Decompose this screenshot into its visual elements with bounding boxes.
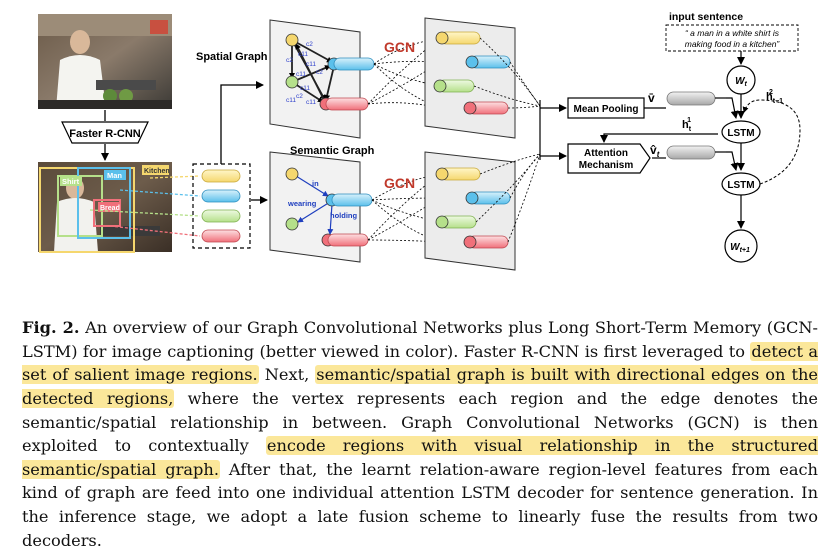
svg-text:c11: c11 [300, 85, 310, 92]
caption-text-2: Next, [258, 365, 316, 385]
detection-image: Shirt Man Kitchen Bread [38, 162, 172, 253]
svg-text:holding: holding [330, 211, 357, 220]
faster-rcnn-block [61, 121, 149, 144]
svg-text:c2: c2 [296, 93, 303, 100]
spatial-edge-labels: c2 c11 c2 c11 c2 c11 c11 c2 c11 c11 [286, 41, 323, 106]
figure-caption: Fig. 2. An overview of our Graph Convolu… [22, 316, 818, 552]
svg-text:c2: c2 [286, 57, 293, 64]
input-sentence-line1: “ a man in a white shirt is [685, 28, 780, 38]
spatial-graph-label: Spatial Graph [196, 51, 268, 63]
attention-label-1: Attention [584, 148, 628, 159]
recurrent-connection [742, 99, 801, 185]
v-hat-cylinder [666, 145, 716, 160]
mean-pooling-label: Mean Pooling [574, 104, 639, 115]
caption-text-1: An overview of our Graph Convolutional N… [22, 318, 818, 361]
h2-symbol: ht−12 [766, 89, 783, 105]
attention-label-2: Mechanism [579, 160, 634, 171]
det-label-shirt: Shirt [62, 177, 80, 186]
v-bar-symbol: v̄ [648, 91, 655, 105]
gcn-lstm-figure: Faster R-CNN Shirt Man Kitchen Bread Spa… [38, 11, 801, 271]
faster-rcnn-label: Faster R-CNN [69, 128, 141, 140]
det-label-man: Man [107, 171, 122, 180]
semantic-feature-cylinders [327, 193, 373, 247]
attention-mechanism-box [567, 143, 651, 174]
svg-text:c11: c11 [306, 99, 316, 106]
word-input-label: Wt [735, 76, 747, 88]
svg-text:c11: c11 [296, 71, 306, 78]
svg-text:c11: c11 [298, 51, 308, 58]
det-label-kitchen: Kitchen [144, 168, 170, 175]
input-sentence-title: input sentence [669, 11, 743, 23]
input-sentence-line2: making food in a kitchen” [685, 39, 781, 49]
word-output-label: Wt+1 [730, 242, 750, 254]
caption-text-3: where the vertex represents each region … [22, 388, 819, 456]
word-output-node [724, 229, 758, 263]
svg-text:c11: c11 [306, 61, 316, 68]
spatial-graph-edges [289, 39, 335, 105]
v-bar-cylinder [666, 91, 716, 106]
v-hat-symbol: v̂t [650, 143, 660, 159]
det-label-bread: Bread [100, 205, 120, 212]
input-sentence-box [665, 24, 799, 52]
semantic-edge-labels: in wearing holding [287, 179, 357, 220]
gcn-label-top: GCN [384, 39, 415, 55]
spatial-graph-plane [269, 19, 361, 139]
svg-text:in: in [312, 179, 319, 188]
semantic-graph-edges [295, 175, 334, 235]
language-lstm-label: LSTM [727, 180, 754, 191]
gcn-label-bottom: GCN [384, 175, 415, 191]
svg-text:c2: c2 [306, 41, 313, 48]
semantic-graph-label: Semantic Graph [290, 145, 375, 157]
svg-text:wearing: wearing [287, 199, 317, 208]
svg-text:c11: c11 [286, 97, 296, 104]
region-feature-cylinders [201, 169, 241, 243]
h1-symbol: ht1 [682, 117, 692, 133]
input-image [38, 14, 172, 109]
attention-lstm-label: LSTM [727, 128, 754, 139]
caption-text-4: After that, the learnt relation-aware re… [22, 459, 818, 550]
svg-text:c2: c2 [316, 69, 323, 76]
caption-label: Fig. 2. [22, 318, 80, 338]
